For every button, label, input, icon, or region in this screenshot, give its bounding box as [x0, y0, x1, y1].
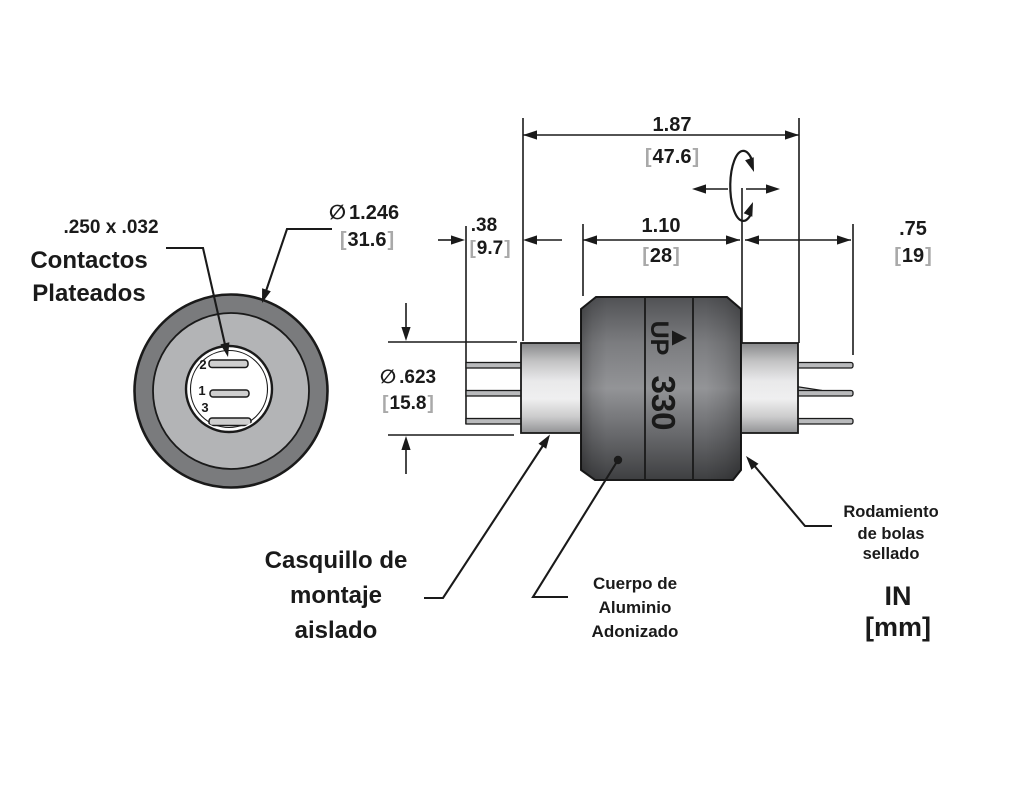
bearing-label-line2: de bolas — [858, 525, 925, 543]
material-label-line1: Cuerpo de — [593, 574, 677, 593]
dim-body-inches: 1.10 — [642, 215, 681, 237]
bearing-label-line3: sellado — [863, 545, 920, 563]
arrowhead-icon — [837, 235, 851, 245]
contacts-label-line1: Contactos — [30, 247, 147, 274]
wire — [795, 417, 854, 425]
arrowhead-icon — [583, 235, 597, 245]
arrowhead-icon — [745, 235, 759, 245]
outer-diameter-mm: [31.6] — [340, 229, 394, 251]
mounting-label-line2: montaje — [290, 582, 382, 609]
rotation-symbol — [692, 149, 780, 222]
callouts: Casquillo de montaje aislado Cuerpo de A… — [265, 503, 939, 644]
mounting-leader-line — [424, 443, 545, 600]
contact-bar-3 — [208, 417, 252, 427]
pin-number-2: 2 — [199, 357, 206, 372]
up-arrow-icon — [672, 330, 687, 346]
dim-mount-mm: [9.7] — [469, 238, 510, 259]
contact-size-label: .250 x .032 — [63, 217, 158, 238]
contact-bar-1 — [209, 389, 250, 398]
bearing-leader-line — [751, 462, 832, 528]
arrowhead-icon — [220, 342, 230, 357]
dim-overall-inches: 1.87 — [653, 114, 692, 136]
arrowhead-icon — [538, 434, 550, 449]
dim-tail-mm: [19] — [894, 245, 932, 267]
arrowhead-icon — [523, 235, 537, 245]
arrowhead-icon — [692, 184, 706, 194]
arrowhead-icon — [262, 288, 271, 303]
wire — [465, 389, 525, 397]
dim-mount-inches: .38 — [471, 215, 497, 236]
units-label-mm: [mm] — [865, 612, 931, 642]
wire — [465, 417, 525, 425]
hub-left — [520, 342, 584, 434]
dim-hub-diameter: ∅.623 [15.8] — [380, 303, 436, 474]
outer-diameter-leader-line — [264, 227, 332, 295]
dim-tail: .75 [19] — [745, 218, 932, 267]
wire — [465, 361, 525, 369]
front-view: 2 1 3 .250 x .032 Contactos Plateados ∅1… — [30, 202, 399, 489]
side-view: UP 330 1.87 [47.6] .38 [9.7] 1.10 [28] — [380, 114, 932, 600]
arrowhead-icon — [745, 157, 754, 172]
dim-hub-dia-mm: [15.8] — [382, 393, 434, 414]
contact-bars — [208, 359, 252, 427]
dim-overall: 1.87 [47.6] — [523, 114, 799, 168]
arrowhead-icon — [451, 235, 465, 245]
arrowhead-icon — [766, 184, 780, 194]
material-label-line2: Aluminio — [599, 598, 672, 617]
wire — [795, 389, 854, 397]
contact-size-leader-line — [166, 246, 228, 350]
material-leader-line — [531, 459, 619, 599]
contacts-label-line2: Plateados — [32, 280, 145, 307]
leader-dot-icon — [613, 455, 623, 465]
pin-number-3: 3 — [201, 400, 208, 415]
arrowhead-icon — [726, 235, 740, 245]
arrowhead-icon — [785, 130, 799, 140]
contact-recess-inner-ring — [189, 349, 269, 429]
wire — [795, 361, 854, 369]
arrowhead-icon — [746, 456, 759, 470]
bearing-label-line1: Rodamiento — [843, 503, 938, 521]
mounting-label-line1: Casquillo de — [265, 547, 408, 574]
body-shading — [581, 297, 741, 480]
contact-bar-2 — [208, 359, 249, 369]
marking-model: 330 — [645, 375, 682, 430]
arrowhead-icon — [523, 130, 537, 140]
hub-right — [740, 342, 799, 434]
lead-wires — [465, 361, 854, 425]
units-label-inches: IN — [885, 581, 912, 611]
dim-body-mm: [28] — [642, 245, 680, 267]
outer-diameter-inches: ∅1.246 — [329, 202, 399, 224]
arrowhead-icon — [743, 202, 753, 217]
pin-number-1: 1 — [198, 383, 205, 398]
arrowhead-icon — [401, 436, 411, 450]
marking-up: UP — [645, 321, 673, 356]
rotation-ellipse — [729, 149, 754, 222]
dim-hub-dia-inches: ∅.623 — [380, 367, 436, 388]
dim-tail-inches: .75 — [899, 218, 927, 240]
material-label-line3: Adonizado — [592, 622, 679, 641]
mounting-label-line3: aislado — [295, 617, 378, 644]
dim-overall-mm: [47.6] — [645, 146, 699, 168]
dim-body: 1.10 [28] — [583, 215, 740, 267]
dim-mount: .38 [9.7] — [438, 215, 562, 259]
arrowhead-icon — [401, 327, 411, 341]
